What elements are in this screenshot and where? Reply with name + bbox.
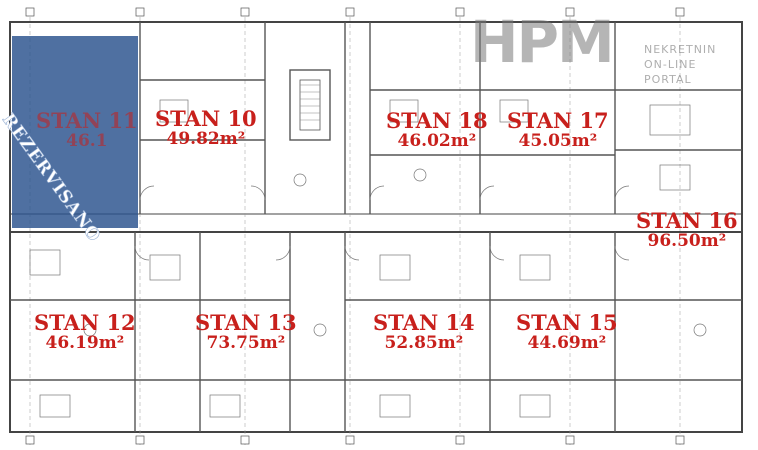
unit-name: STAN 13 [195,310,297,335]
door-swings [134,185,630,261]
furniture [29,99,707,418]
unit-name: STAN 18 [386,108,488,133]
unit-area: 52.85m² [384,333,464,353]
reserved-overlay [12,36,138,228]
unit-name: STAN 16 [636,208,738,233]
unit-area: 46.19m² [45,333,125,353]
unit-area: 44.69m² [527,333,607,353]
unit-name: STAN 17 [507,108,609,133]
logo-line-3: PORTAL [644,73,692,86]
unit-name: STAN 11 [36,108,138,133]
unit-label-stan-14[interactable]: STAN 14 52.85m² [373,312,475,352]
unit-label-stan-16[interactable]: STAN 16 96.50m² [636,210,738,250]
axis-markers [25,7,685,445]
unit-name: STAN 12 [34,310,136,335]
logo-line-2: ON-LINE [644,58,697,71]
unit-area: 46.1 [66,131,108,151]
logo-line-1: NEKRETNIN [644,43,717,56]
unit-area: 73.75m² [206,333,286,353]
agency-logo: HPM NEKRETNIN ON-LINE PORTAL [470,8,750,88]
unit-area: 46.02m² [397,131,477,151]
unit-label-stan-10[interactable]: STAN 10 49.82m² [155,108,257,148]
stairs [300,84,320,121]
unit-name: STAN 14 [373,310,475,335]
unit-label-stan-17[interactable]: STAN 17 45.05m² [507,110,609,150]
unit-label-stan-15[interactable]: STAN 15 44.69m² [516,312,618,352]
unit-area: 49.82m² [166,129,246,149]
unit-label-stan-18[interactable]: STAN 18 46.02m² [386,110,488,150]
unit-label-stan-12[interactable]: STAN 12 46.19m² [34,312,136,352]
interior-walls-top [139,22,742,214]
unit-name: STAN 10 [155,106,257,131]
unit-area: 45.05m² [518,131,598,151]
unit-label-stan-11[interactable]: STAN 11 46.1 [36,110,138,150]
unit-label-stan-13[interactable]: STAN 13 73.75m² [195,312,297,352]
unit-area: 96.50m² [647,231,727,251]
interior-walls-bottom [10,232,742,432]
logo-subtitle: NEKRETNIN ON-LINE PORTAL [644,42,716,87]
logo-mark: HPM [470,8,615,76]
unit-name: STAN 15 [516,310,618,335]
